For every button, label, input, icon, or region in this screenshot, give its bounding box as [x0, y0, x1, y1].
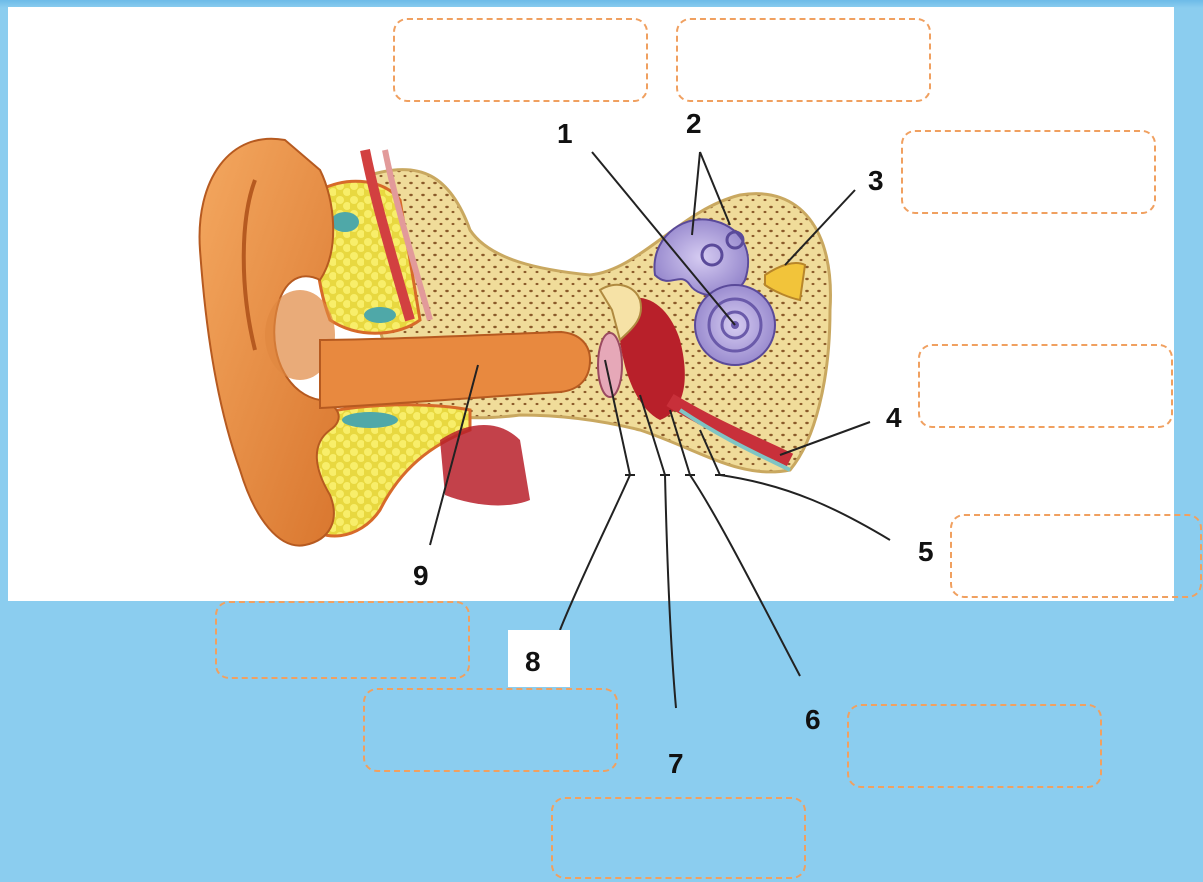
label-3: 3	[868, 167, 884, 195]
answer-box-label-4[interactable]	[918, 344, 1173, 428]
answer-box-label-6[interactable]	[847, 704, 1102, 788]
answer-box-label-3[interactable]	[901, 130, 1156, 214]
answer-box-label-8[interactable]	[363, 688, 618, 772]
answer-box-top-right[interactable]	[676, 18, 931, 102]
answer-box-label-9[interactable]	[215, 601, 470, 679]
label-4: 4	[886, 404, 902, 432]
label-8: 8	[525, 648, 541, 676]
label-9: 9	[413, 562, 429, 590]
label-6: 6	[805, 706, 821, 734]
answer-box-label-5[interactable]	[950, 514, 1202, 598]
muscle	[440, 425, 530, 505]
label-2: 2	[686, 110, 702, 138]
label-5: 5	[918, 538, 934, 566]
answer-box-top-left[interactable]	[393, 18, 648, 102]
label-1: 1	[557, 120, 573, 148]
label-7: 7	[668, 750, 684, 778]
answer-box-label-7[interactable]	[551, 797, 806, 879]
